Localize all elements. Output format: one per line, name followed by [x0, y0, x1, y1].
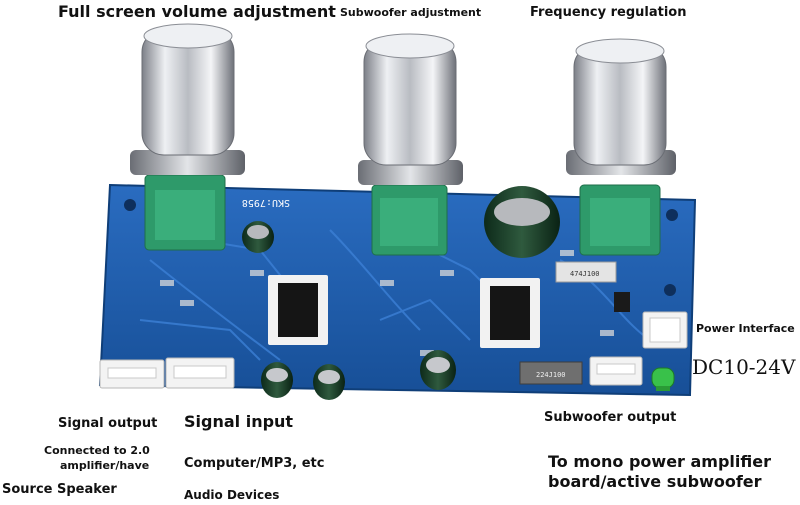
label-volume-adjustment: Full screen volume adjustment — [58, 2, 336, 21]
label-connected-to-line2: amplifier/have — [60, 459, 150, 472]
label-subwoofer-output: Subwoofer output — [544, 410, 677, 425]
film-capacitor-474-label: 474J100 — [570, 270, 600, 278]
power-led — [651, 367, 675, 391]
capacitor-small-4 — [420, 350, 456, 390]
capacitor-small-2 — [261, 362, 293, 398]
signal-input-connector[interactable] — [165, 357, 235, 389]
potentiometer-volume[interactable] — [130, 23, 245, 251]
capacitor-small-1 — [242, 221, 274, 253]
film-capacitor-224-label: 224J100 — [536, 371, 566, 379]
label-dc-voltage: DC10-24V — [692, 355, 796, 379]
label-subwoofer-adjustment: Subwoofer adjustment — [340, 6, 482, 19]
subwoofer-output-connector[interactable] — [589, 356, 643, 386]
label-signal-output: Signal output — [58, 416, 158, 431]
label-mono-line1: To mono power amplifier — [548, 452, 771, 471]
label-mono-line2: board/active subwoofer — [548, 472, 762, 491]
ic-chip-right — [480, 278, 540, 348]
capacitor-small-3 — [313, 364, 345, 400]
label-computer-mp3: Computer/MP3, etc — [184, 456, 325, 471]
label-frequency-regulation: Frequency regulation — [530, 5, 687, 20]
label-source-speaker: Source Speaker — [2, 482, 117, 497]
label-connected-to-line1: Connected to 2.0 — [44, 444, 150, 457]
signal-output-connector[interactable] — [99, 359, 165, 389]
label-audio-devices: Audio Devices — [184, 488, 280, 502]
label-signal-input: Signal input — [184, 412, 294, 431]
potentiometer-frequency[interactable] — [566, 38, 676, 256]
film-capacitor-224: 224J100 — [519, 361, 583, 385]
power-connector[interactable] — [642, 311, 688, 349]
film-capacitor-474: 474J100 — [555, 261, 617, 283]
sku-text: SKU:7958 — [242, 197, 290, 208]
ic-chip-left — [268, 275, 328, 345]
capacitor-large — [484, 186, 560, 258]
transistor — [614, 292, 630, 312]
potentiometer-subwoofer[interactable] — [358, 33, 463, 256]
label-power-interface: Power Interface — [696, 322, 795, 335]
